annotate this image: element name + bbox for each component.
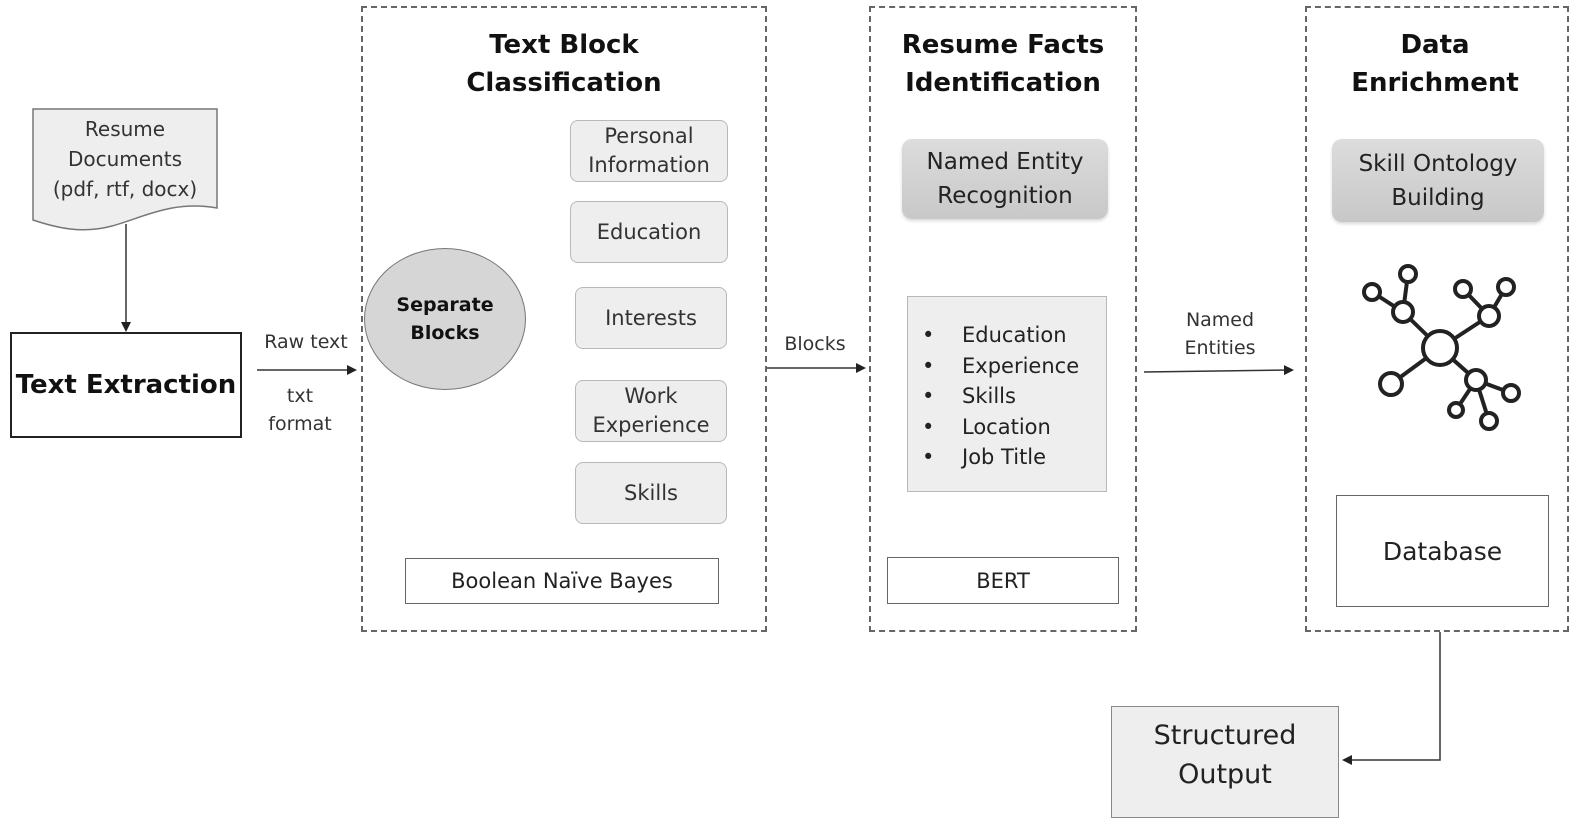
named-entity-recognition-box: Named Entity Recognition <box>902 139 1108 219</box>
bullet-glyph: • <box>922 445 935 469</box>
entity-item-experience: • Experience <box>908 351 1106 382</box>
text-extraction-box: Text Extraction <box>10 332 242 438</box>
entity-item-label: Education <box>962 323 1067 347</box>
named-entities-label: Named Entities <box>1184 309 1256 359</box>
resume-documents-label: Resume Documents (pdf, rtf, docx) <box>52 117 198 201</box>
category-skills: Skills <box>575 462 727 524</box>
bullet-glyph: • <box>922 323 935 347</box>
category-education: Education <box>570 201 728 263</box>
network-graph-icon <box>1362 264 1521 431</box>
bullet-glyph: • <box>922 353 935 378</box>
entity-item-job-title: • Job Title <box>908 442 1106 473</box>
structured-output-box: Structured Output <box>1111 706 1339 818</box>
entity-list-box: • Education • Experience • Skills • Location… <box>907 296 1107 492</box>
database-box: Database <box>1336 495 1549 607</box>
resume-facts-identification-title: Resume Facts Identification <box>901 30 1105 98</box>
data-enrichment-title: Data Enrichment <box>1351 30 1519 98</box>
bullet-glyph: • <box>922 384 935 408</box>
entity-item-education: • Education <box>908 320 1106 351</box>
raw-text-label: Raw text <box>264 331 348 353</box>
separate-blocks-label: Separate Blocks <box>396 294 494 344</box>
entity-item-label: Experience <box>962 353 1080 378</box>
entity-item-label: Skills <box>962 384 1016 408</box>
blocks-label: Blocks <box>784 333 846 355</box>
entity-item-label: Job Title <box>962 445 1047 469</box>
category-personal-information: Personal Information <box>570 120 728 182</box>
bullet-glyph: • <box>922 414 935 439</box>
separate-blocks-node: Separate Blocks <box>364 248 526 390</box>
text-block-classification-title: Text Block Classification <box>466 30 662 98</box>
resume-document-shape <box>32 108 218 231</box>
entity-item-location: • Location <box>908 412 1106 443</box>
structured-output-label: Structured Output <box>1153 720 1297 790</box>
entity-list: • Education • Experience • Skills • Location… <box>908 320 1106 473</box>
arrow-facts-to-enrichment <box>1143 365 1294 376</box>
bert-box: BERT <box>887 557 1119 604</box>
database-label: Database <box>1382 536 1503 566</box>
arrow-enrichment-to-output <box>1342 632 1441 765</box>
txt-format-label: txt format <box>268 385 332 435</box>
category-interests: Interests <box>575 287 727 349</box>
entity-item-skills: • Skills <box>908 381 1106 412</box>
text-extraction-label: Text Extraction <box>15 370 237 400</box>
skill-ontology-building-box: Skill Ontology Building <box>1332 139 1544 222</box>
category-work-experience: Work Experience <box>575 380 727 442</box>
entity-item-label: Location <box>962 414 1051 439</box>
boolean-naive-bayes-box: Boolean Naïve Bayes <box>405 558 719 604</box>
